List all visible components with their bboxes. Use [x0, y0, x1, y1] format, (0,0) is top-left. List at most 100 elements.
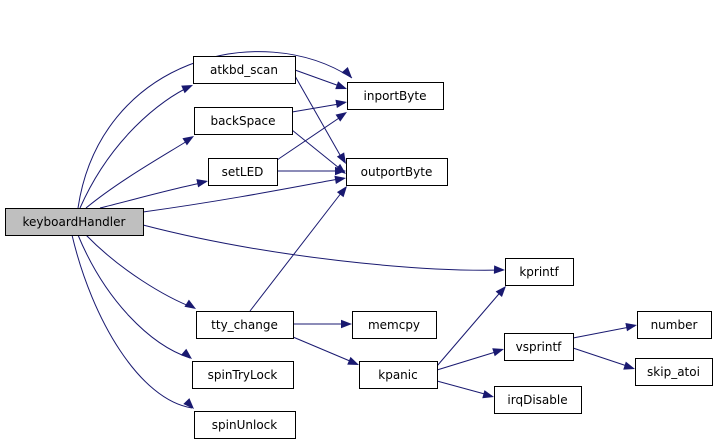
edge-line: [294, 75, 345, 163]
node-spinTryLock[interactable]: spinTryLock: [192, 361, 294, 389]
edges-layer: [71, 51, 637, 409]
edge-line: [249, 187, 346, 312]
node-label: number: [651, 318, 698, 332]
node-backSpace[interactable]: backSpace: [194, 107, 293, 135]
edge-keyboardHandler-to-atkbd_scan: [79, 85, 193, 209]
node-box[interactable]: [637, 311, 712, 339]
node-box[interactable]: [352, 311, 437, 339]
edge-tty_change-to-outportByte: [249, 186, 347, 312]
node-box[interactable]: [504, 333, 574, 361]
edge-tty_change-to-memcpy: [293, 319, 352, 329]
node-keyboardHandler[interactable]: keyboardHandler: [5, 208, 144, 236]
arrowhead-icon: [180, 348, 192, 359]
edge-line: [85, 137, 193, 209]
arrowhead-icon: [336, 186, 347, 198]
edge-setLED-to-inportByte: [276, 112, 347, 161]
edge-keyboardHandler-to-kprintf: [142, 224, 505, 274]
node-label: vsprintf: [516, 340, 563, 354]
node-setLED[interactable]: setLED: [208, 158, 278, 186]
node-inportByte[interactable]: inportByte: [347, 82, 444, 110]
edge-line: [436, 349, 503, 371]
node-box[interactable]: [5, 208, 144, 236]
arrowhead-icon: [625, 322, 637, 332]
edge-line: [572, 325, 636, 339]
arrowhead-icon: [334, 175, 346, 185]
node-irqDisable[interactable]: irqDisable: [494, 386, 582, 414]
node-kpanic[interactable]: kpanic: [359, 361, 438, 389]
arrowhead-icon: [482, 390, 494, 399]
node-label: tty_change: [211, 318, 278, 332]
edge-line: [71, 234, 193, 409]
arrowhead-icon: [181, 85, 193, 94]
node-memcpy[interactable]: memcpy: [352, 311, 437, 339]
edge-line: [276, 113, 346, 161]
arrowhead-icon: [335, 166, 346, 176]
node-kprintf[interactable]: kprintf: [505, 258, 574, 286]
edge-atkbd_scan-to-inportByte: [294, 69, 347, 90]
node-box[interactable]: [208, 158, 278, 186]
arrowhead-icon: [623, 361, 635, 370]
node-box[interactable]: [359, 361, 438, 389]
node-label: keyboardHandler: [23, 215, 126, 229]
edge-keyboardHandler-to-spinUnlock: [71, 234, 194, 409]
node-box[interactable]: [635, 358, 713, 386]
edge-keyboardHandler-to-inportByte: [77, 51, 353, 209]
node-label: backSpace: [210, 114, 275, 128]
node-vsprintf[interactable]: vsprintf: [504, 333, 574, 361]
arrowhead-icon: [335, 81, 347, 90]
node-box[interactable]: [346, 158, 448, 186]
node-outportByte[interactable]: outportByte: [346, 158, 448, 186]
node-label: memcpy: [368, 318, 420, 332]
node-box[interactable]: [193, 56, 296, 84]
edge-line: [79, 85, 192, 209]
node-label: outportByte: [361, 165, 433, 179]
node-label: spinTryLock: [208, 368, 278, 382]
arrowhead-icon: [341, 67, 352, 78]
edge-atkbd_scan-to-outportByte: [294, 75, 346, 164]
node-label: atkbd_scan: [210, 63, 278, 77]
node-skip_atoi[interactable]: skip_atoi: [635, 358, 713, 386]
edge-setLED-to-outportByte: [277, 166, 346, 176]
arrowhead-icon: [495, 286, 506, 298]
node-label: kpanic: [378, 368, 417, 382]
edge-line: [436, 380, 493, 397]
edge-vsprintf-to-skip_atoi: [572, 347, 635, 370]
node-box[interactable]: [505, 258, 574, 286]
edge-kpanic-to-vsprintf: [436, 348, 504, 371]
arrowhead-icon: [492, 348, 504, 357]
edge-line: [77, 234, 191, 359]
arrowhead-icon: [335, 99, 347, 109]
arrowhead-icon: [336, 152, 346, 164]
edge-line: [77, 51, 353, 209]
node-spinUnlock[interactable]: spinUnlock: [194, 411, 296, 439]
edge-line: [294, 69, 346, 89]
arrowhead-icon: [341, 319, 352, 329]
node-box[interactable]: [194, 107, 293, 135]
node-box[interactable]: [494, 386, 582, 414]
node-label: inportByte: [364, 89, 427, 103]
node-atkbd_scan[interactable]: atkbd_scan: [193, 56, 296, 84]
node-label: irqDisable: [507, 393, 567, 407]
edge-keyboardHandler-to-tty_change: [85, 234, 196, 309]
node-box[interactable]: [196, 311, 294, 339]
arrowhead-icon: [335, 112, 347, 122]
edge-keyboardHandler-to-backSpace: [85, 136, 194, 209]
node-tty_change[interactable]: tty_change: [196, 311, 294, 339]
node-box[interactable]: [194, 411, 296, 439]
edge-line: [142, 177, 345, 213]
edge-line: [99, 181, 207, 209]
edge-line: [572, 347, 634, 369]
node-label: kprintf: [519, 265, 559, 279]
edge-line: [291, 129, 345, 173]
node-number[interactable]: number: [637, 311, 712, 339]
edge-line: [85, 234, 195, 309]
edge-line: [436, 287, 505, 367]
node-box[interactable]: [192, 361, 294, 389]
edge-kpanic-to-irqDisable: [436, 380, 494, 399]
edge-line: [291, 102, 346, 113]
arrowhead-icon: [493, 265, 505, 274]
nodes-layer: keyboardHandler atkbd_scan backSpace setLED…: [5, 56, 713, 439]
node-box[interactable]: [347, 82, 444, 110]
